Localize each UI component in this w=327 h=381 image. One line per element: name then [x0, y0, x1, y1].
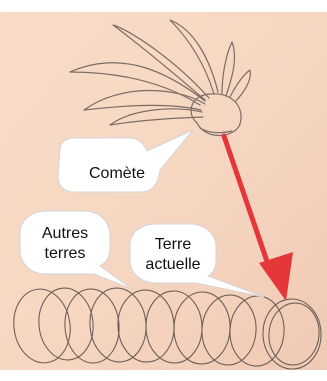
- top-border: [0, 0, 327, 12]
- bottom-border: [0, 370, 327, 381]
- current-earth-label-line-2: actuelle: [145, 256, 200, 273]
- other-earths-label-line-1: Autres: [42, 225, 88, 242]
- comet-label: Comète: [89, 165, 145, 182]
- current-earth-label-line-1: Terre: [155, 236, 192, 253]
- other-earths-label-line-2: terres: [45, 245, 86, 262]
